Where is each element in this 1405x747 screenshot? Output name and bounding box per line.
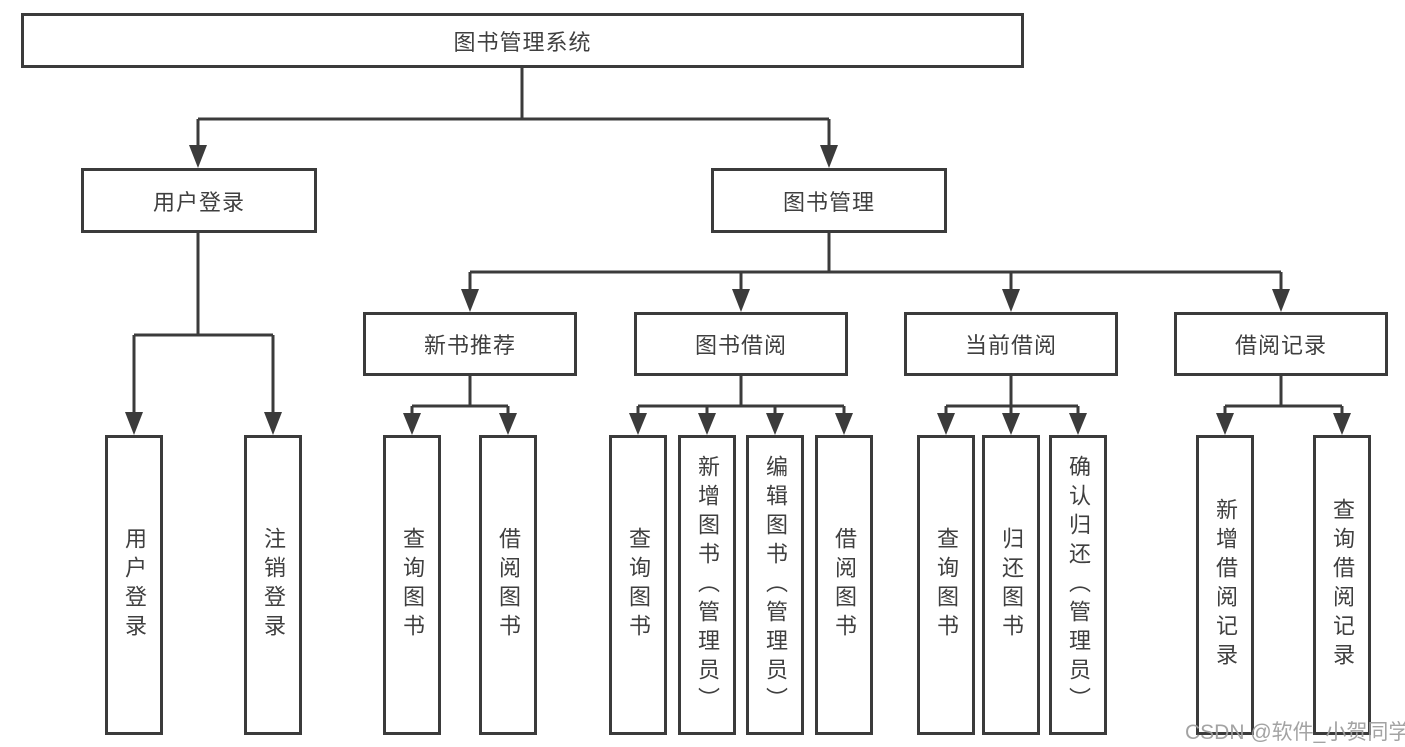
- node-borrowing-records: 借阅记录: [1174, 312, 1388, 376]
- leaf-add-books-admin: 新增图书（管理员）: [678, 435, 736, 735]
- node-user-login: 用户登录: [81, 168, 317, 233]
- leaf-logout: 注销登录: [244, 435, 302, 735]
- csdn-watermark: CSDN @软件_小贺同学: [1185, 721, 1405, 744]
- leaf-query-books-recommend: 查询图书: [383, 435, 441, 735]
- leaf-query-books-current: 查询图书: [917, 435, 975, 735]
- leaf-borrow-books-recommend: 借阅图书: [479, 435, 537, 735]
- node-book-management: 图书管理: [711, 168, 947, 233]
- node-new-book-recommendation: 新书推荐: [363, 312, 577, 376]
- leaf-confirm-return-admin: 确认归还（管理员）: [1049, 435, 1107, 735]
- leaf-borrow-books: 借阅图书: [815, 435, 873, 735]
- leaf-query-borrow-record: 查询借阅记录: [1313, 435, 1371, 735]
- leaf-user-login: 用户登录: [105, 435, 163, 735]
- node-current-borrowing: 当前借阅: [904, 312, 1118, 376]
- leaf-return-books: 归还图书: [982, 435, 1040, 735]
- leaf-query-books-borrow: 查询图书: [609, 435, 667, 735]
- leaf-add-borrow-record: 新增借阅记录: [1196, 435, 1254, 735]
- node-book-borrowing: 图书借阅: [634, 312, 848, 376]
- leaf-edit-books-admin: 编辑图书（管理员）: [746, 435, 804, 735]
- node-book-management-system: 图书管理系统: [21, 13, 1024, 68]
